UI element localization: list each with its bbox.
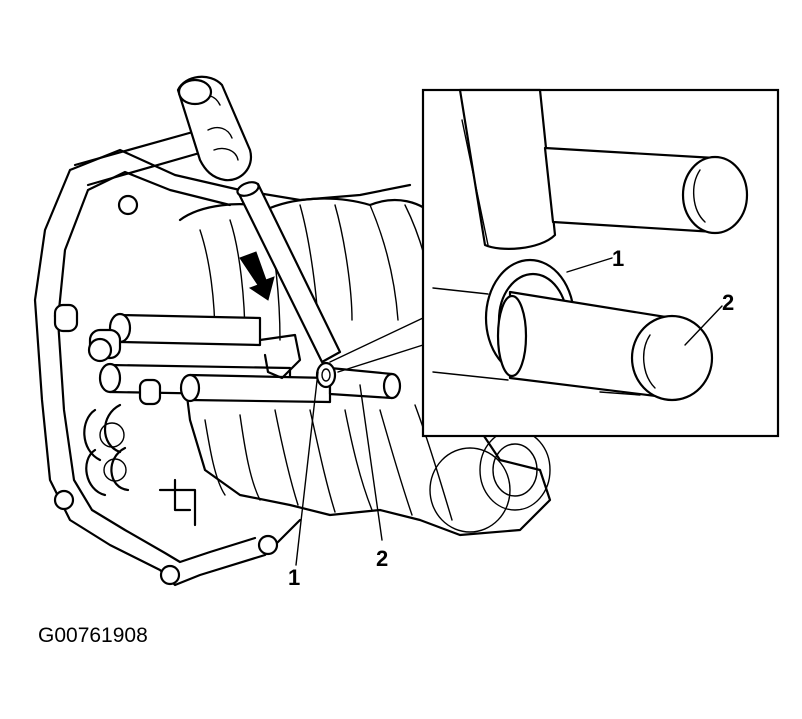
inset-shaft-near-end bbox=[496, 294, 528, 378]
transmission-case bbox=[33, 128, 412, 587]
bore bbox=[99, 422, 125, 448]
inset-leader-2 bbox=[684, 305, 723, 346]
callout-1-main: 1 bbox=[288, 565, 300, 590]
callout-1-inset: 1 bbox=[612, 246, 624, 271]
hub-ring bbox=[492, 443, 538, 497]
seal-item-1-main bbox=[315, 361, 337, 389]
hammer bbox=[176, 75, 253, 182]
rail-plug-face bbox=[87, 337, 113, 363]
inset-leader-lines bbox=[329, 317, 424, 373]
hammer-face bbox=[177, 78, 213, 106]
shift-rail-lower bbox=[188, 373, 332, 404]
drift-tool bbox=[236, 181, 342, 364]
bolt-hole bbox=[53, 489, 75, 511]
callout-2-inset: 2 bbox=[722, 290, 734, 315]
gear-teeth bbox=[199, 204, 436, 341]
leader-1 bbox=[295, 371, 319, 566]
bolt-hole bbox=[117, 194, 139, 216]
hub-ring bbox=[429, 447, 511, 533]
rail-end bbox=[98, 362, 122, 394]
shift-rails bbox=[53, 303, 402, 406]
seal-inner bbox=[321, 368, 331, 382]
figure-id: G00761908 bbox=[38, 624, 148, 647]
inset-upper-rail-shade bbox=[693, 169, 706, 223]
gear-teeth-lower bbox=[204, 404, 453, 521]
bore bbox=[103, 458, 127, 482]
punch-top bbox=[236, 181, 260, 197]
inset-upper-rail-end bbox=[681, 155, 749, 235]
left-gear-lumps bbox=[83, 403, 130, 497]
detail-inset bbox=[329, 88, 780, 438]
shaft-end bbox=[382, 372, 402, 400]
bolt-hole bbox=[159, 564, 181, 586]
rail-end bbox=[179, 373, 201, 403]
leader-2 bbox=[359, 384, 383, 541]
inset-background-lines bbox=[432, 287, 641, 396]
rail-plug bbox=[53, 303, 79, 333]
hammer-handle bbox=[73, 128, 212, 187]
bolt-hole bbox=[257, 534, 279, 556]
callout-2-main: 2 bbox=[376, 546, 388, 571]
lower-bracket bbox=[158, 478, 197, 527]
rail-plug bbox=[138, 378, 162, 406]
case-flange-inner bbox=[56, 170, 257, 564]
direction-arrow-icon bbox=[239, 251, 275, 301]
shift-fork bbox=[258, 333, 302, 380]
shift-rail-upper bbox=[118, 313, 262, 347]
inset-shaft-shade bbox=[643, 334, 656, 389]
inset-punch-edge bbox=[461, 119, 489, 246]
inset-drift-punch bbox=[458, 88, 557, 250]
inset-leader-1 bbox=[566, 257, 613, 273]
